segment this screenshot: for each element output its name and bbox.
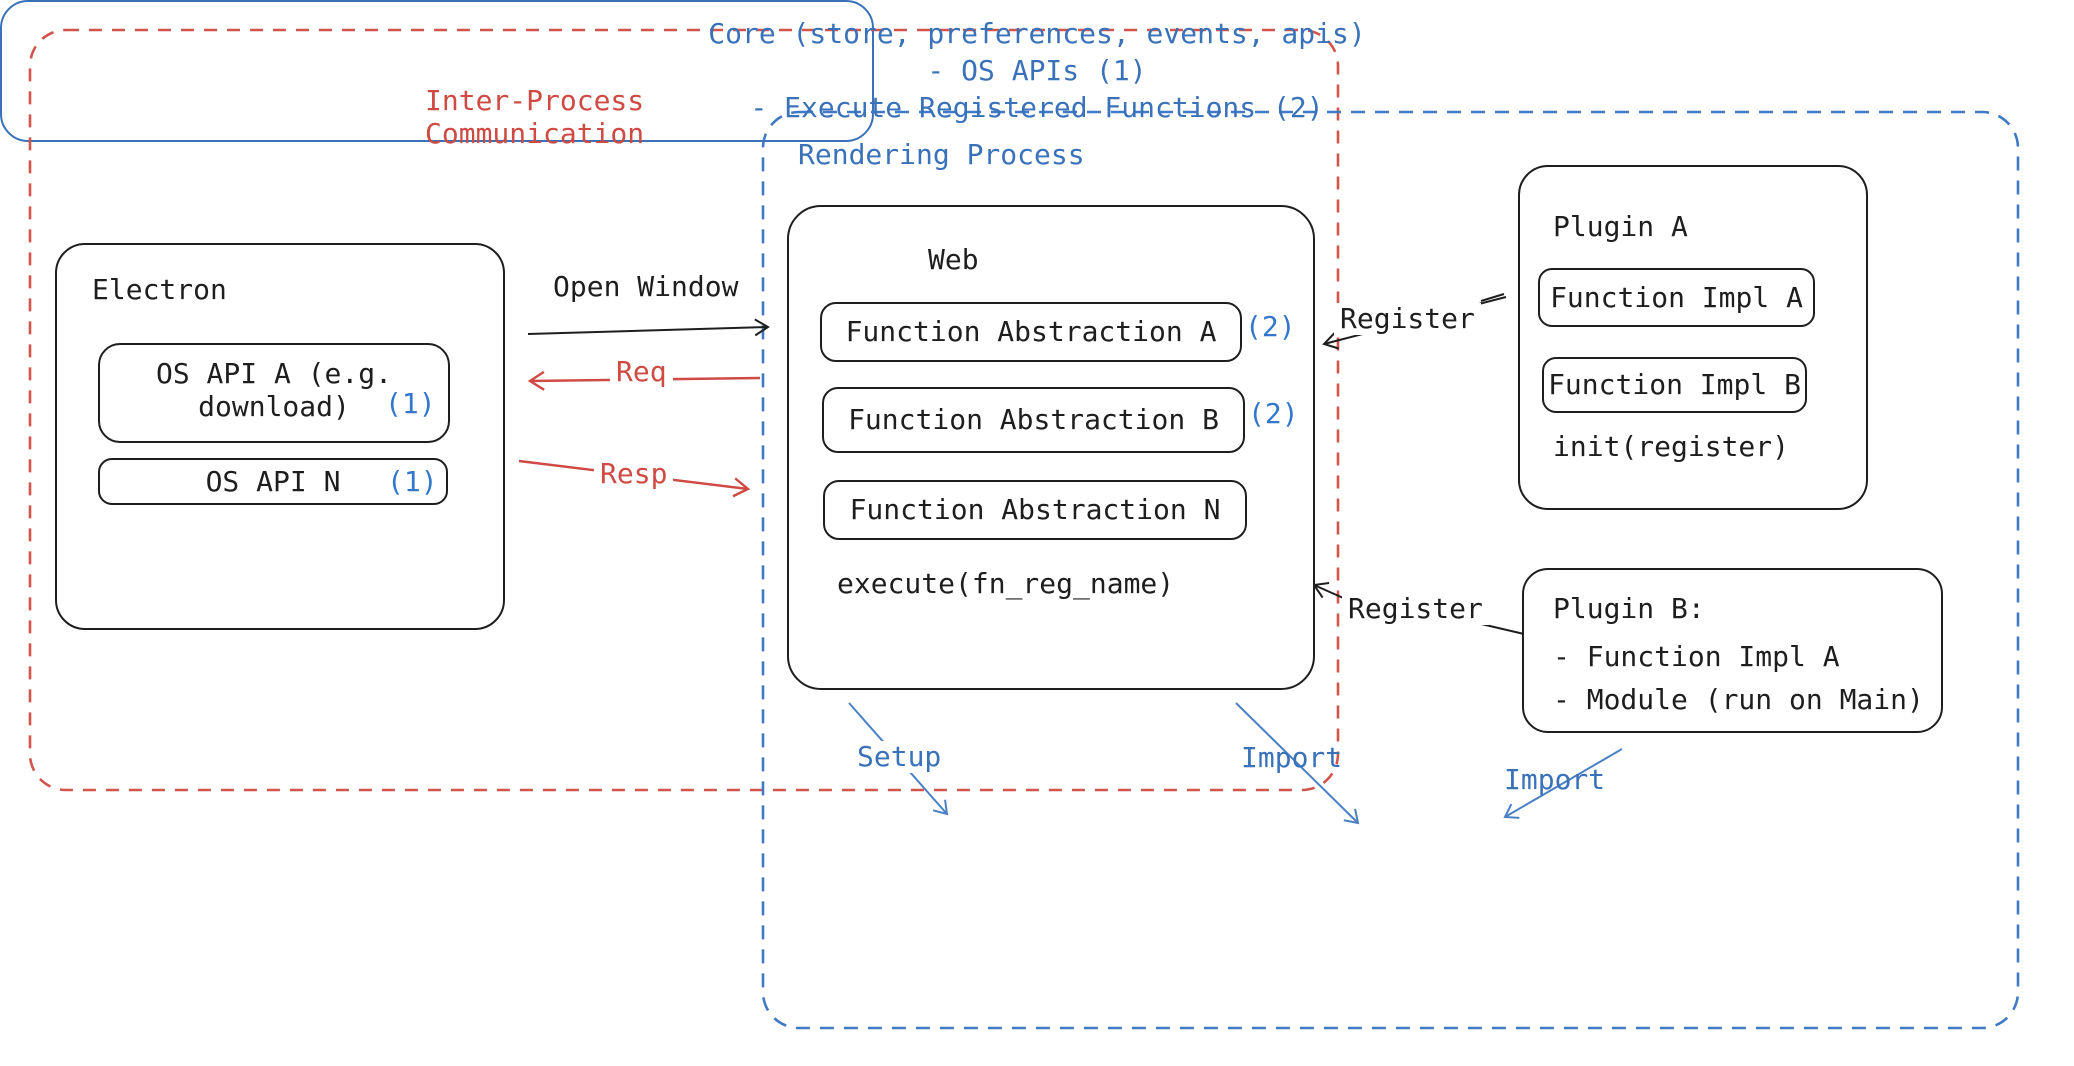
os-api-a-label-line2: download): [198, 390, 350, 423]
core-label: Core (store, preferences, events, apis) …: [708, 17, 1366, 124]
register-pluginb-arrow-label: Register: [1342, 593, 1489, 625]
os-api-n-label: OS API N: [205, 465, 341, 498]
plugin-a-title: Plugin A: [1553, 210, 1688, 243]
plugin-b-item-function-impl-a: - Function Impl A: [1553, 640, 1840, 673]
import-web-arrow: [1235, 702, 1360, 825]
req-arrow-label: Req: [610, 356, 673, 388]
plugin-b-item-module: - Module (run on Main): [1553, 683, 1924, 716]
execute-fn-label: execute(fn_reg_name): [837, 567, 1175, 600]
function-abstraction-a-badge: (2): [1245, 310, 1296, 343]
core-box: Core (store, preferences, events, apis) …: [0, 0, 1366, 142]
rendering-region-border: [761, 110, 2020, 1030]
function-abstraction-n-box: Function Abstraction N: [823, 480, 1247, 540]
function-abstraction-a-box: Function Abstraction A: [820, 302, 1242, 362]
open-window-arrow-label: Open Window: [553, 270, 739, 303]
import-pluginb-arrow: [1503, 748, 1623, 819]
function-abstraction-b-label: Function Abstraction B: [848, 403, 1219, 436]
plugin-a-box: Plugin A init(register): [1518, 165, 1868, 510]
function-abstraction-n-label: Function Abstraction N: [849, 493, 1221, 526]
import-pluginb-arrow-label: Import: [1504, 763, 1606, 796]
os-api-a-badge: (1): [385, 387, 436, 420]
ipc-region-label: Inter-Process Communication: [425, 84, 645, 150]
function-abstraction-a-label: Function Abstraction A: [845, 315, 1217, 348]
open-window-arrow: [527, 318, 770, 337]
setup-arrow-label: Setup: [851, 741, 948, 773]
os-api-a-box: OS API A (e.g. download) (1): [98, 343, 450, 443]
function-abstraction-b-badge: (2): [1248, 397, 1299, 430]
plugin-b-title: Plugin B:: [1553, 592, 1705, 625]
electron-title: Electron: [92, 273, 227, 306]
import-web-arrow-label: Import: [1241, 741, 1343, 774]
function-impl-b-label: Function Impl B: [1548, 368, 1801, 401]
init-register-label: init(register): [1553, 430, 1790, 463]
os-api-n-box: OS API N (1): [98, 458, 448, 505]
function-impl-a-label: Function Impl A: [1550, 280, 1803, 314]
resp-arrow-label: Resp: [594, 458, 674, 490]
web-title: Web: [928, 243, 979, 276]
os-api-a-label-line1: OS API A (e.g.: [155, 357, 392, 390]
function-impl-a-box: Function Impl A: [1538, 268, 1815, 327]
os-api-n-badge: (1): [387, 465, 438, 498]
rendering-region-label: Rendering Process: [798, 138, 1085, 171]
register-web-arrow-label: Register: [1334, 303, 1481, 335]
function-impl-b-box: Function Impl B: [1542, 357, 1807, 413]
register-web-arrow-tail: [1480, 293, 1505, 302]
function-abstraction-b-box: Function Abstraction B: [822, 387, 1245, 453]
plugin-b-box: Plugin B: - Function Impl A - Module (ru…: [1522, 568, 1943, 733]
ipc-region-border: [28, 28, 1340, 792]
